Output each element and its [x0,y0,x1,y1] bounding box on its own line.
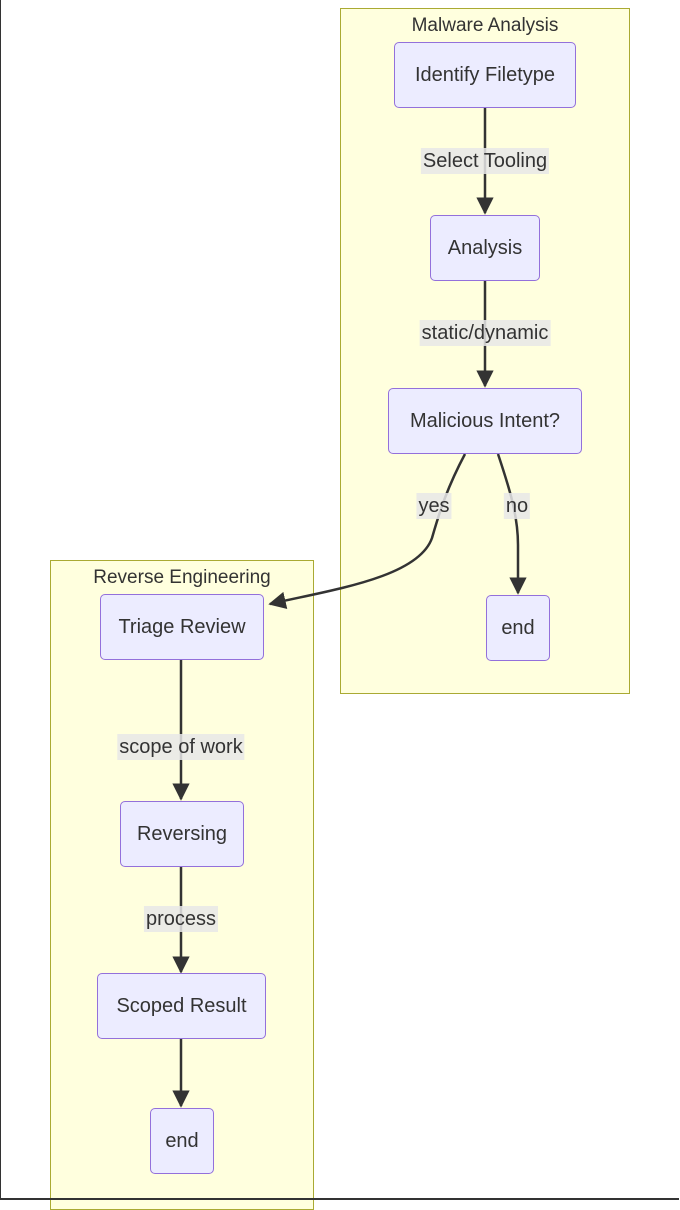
cluster-title-malware-analysis: Malware Analysis [411,15,559,36]
edge-label-select-tooling: Select Tooling [420,148,550,174]
node-triage-review: Triage Review [100,594,264,660]
node-scoped-result: Scoped Result [97,973,266,1039]
edge-label-yes: yes [416,493,452,519]
node-malicious-intent: Malicious Intent? [388,388,582,454]
node-end-reverse: end [150,1108,214,1174]
node-identify-filetype: Identify Filetype [394,42,576,108]
edge-no-to-end [496,453,527,595]
node-analysis: Analysis [430,215,540,281]
node-end-malware: end [486,595,550,661]
edge-yes-to-triage [268,453,467,609]
edge-label-static-dynamic: static/dynamic [419,320,551,346]
cluster-title-reverse-engineering: Reverse Engineering [93,567,271,588]
node-reversing: Reversing [120,801,244,867]
edge-label-scope-of-work: scope of work [117,734,245,760]
edge-label-process: process [143,906,219,932]
edge-label-no: no [503,493,531,519]
